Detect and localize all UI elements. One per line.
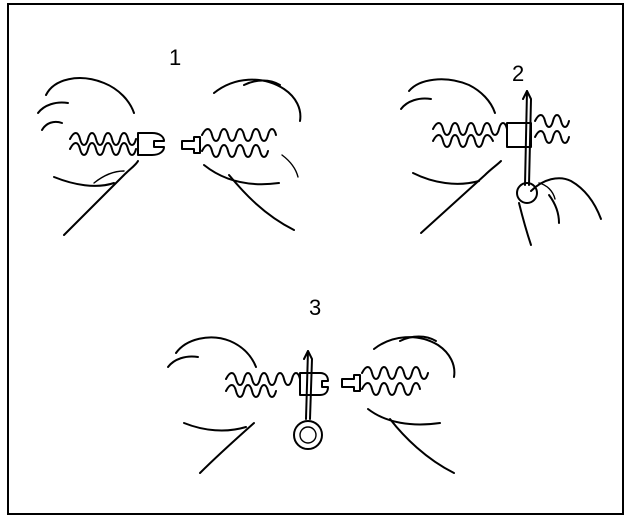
left-hand-icon	[167, 336, 257, 474]
step-1-number: 1	[169, 45, 182, 70]
left-spring-icon	[225, 372, 329, 398]
step-1-illustration	[37, 77, 302, 236]
step-3-number: 3	[309, 295, 322, 320]
step-3-illustration	[167, 335, 456, 474]
figure-frame: 1 2	[7, 3, 624, 515]
pin-icon	[293, 350, 323, 450]
spring-pair-icon	[432, 114, 570, 148]
right-hand-icon	[203, 78, 302, 231]
right-spring-icon	[341, 366, 429, 396]
step-2-number: 2	[512, 61, 525, 86]
left-hand-icon	[37, 77, 139, 236]
left-spring-icon	[69, 132, 165, 156]
step-2-illustration	[400, 78, 602, 246]
left-hand-icon	[400, 78, 502, 234]
right-hand-icon	[367, 335, 456, 474]
pin-icon	[516, 90, 538, 204]
right-hand-icon	[518, 177, 602, 246]
right-spring-icon	[181, 128, 277, 158]
